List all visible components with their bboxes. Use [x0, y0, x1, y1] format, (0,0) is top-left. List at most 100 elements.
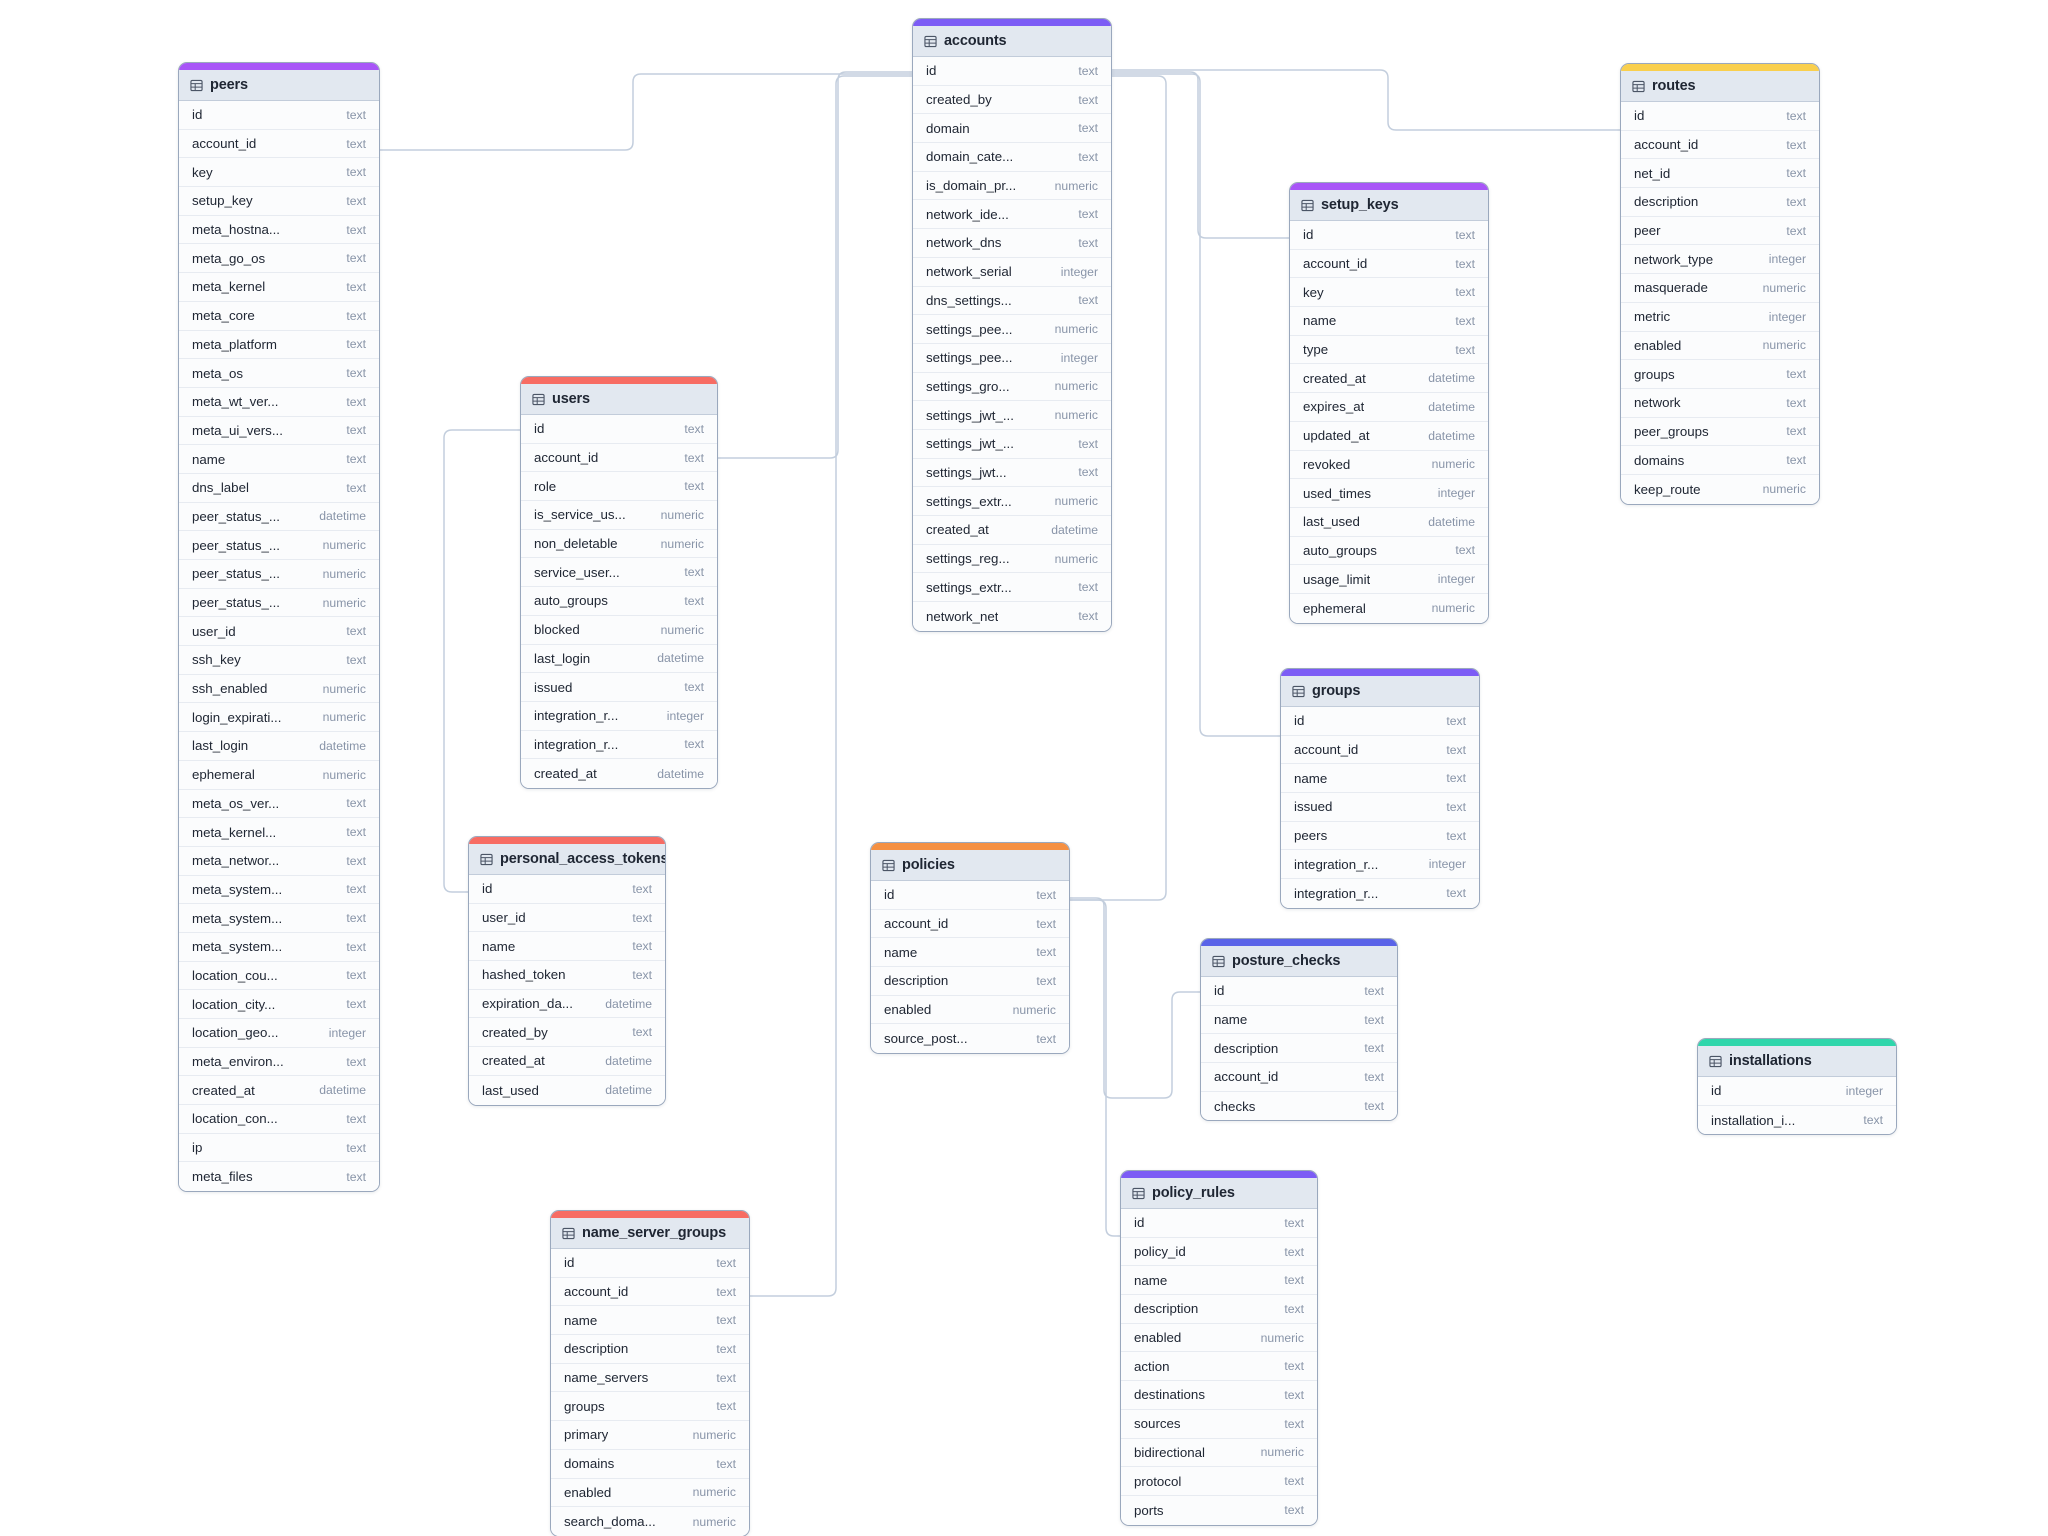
column-row[interactable]: meta_networ...text [179, 846, 379, 876]
column-row[interactable]: meta_os_ver...text [179, 789, 379, 819]
column-row[interactable]: login_expirati...numeric [179, 703, 379, 733]
table-header-policies[interactable]: policies [871, 850, 1069, 881]
column-row[interactable]: location_city...text [179, 990, 379, 1019]
column-row[interactable]: meta_kernel...text [179, 818, 379, 847]
table-header-policy_rules[interactable]: policy_rules [1121, 1178, 1317, 1209]
column-row[interactable]: is_service_us...numeric [521, 501, 717, 530]
column-row[interactable]: meta_system...text [179, 932, 379, 962]
column-row[interactable]: peer_status_...numeric [179, 531, 379, 560]
column-row[interactable]: expiration_da...datetime [469, 989, 665, 1019]
column-row[interactable]: peer_status_...datetime [179, 502, 379, 532]
column-row[interactable]: meta_ui_vers...text [179, 416, 379, 446]
table-header-name_server_groups[interactable]: name_server_groups [551, 1218, 749, 1249]
column-row[interactable]: settings_gro...numeric [913, 372, 1111, 402]
column-row[interactable]: settings_pee...integer [913, 343, 1111, 373]
column-row[interactable]: peer_status_...numeric [179, 560, 379, 589]
column-row[interactable]: meta_wt_ver...text [179, 387, 379, 417]
column-row[interactable]: location_geo...integer [179, 1019, 379, 1048]
column-row[interactable]: meta_system...text [179, 904, 379, 933]
table-header-peers[interactable]: peers [179, 70, 379, 101]
table-header-personal_access_tokens[interactable]: personal_access_tokens [469, 844, 665, 875]
column-row[interactable]: settings_jwt...text [913, 458, 1111, 488]
column-row[interactable]: integration_r...integer [521, 701, 717, 731]
column-row[interactable]: peer_status_...numeric [179, 588, 379, 618]
column-row[interactable]: meta_hostna...text [179, 215, 379, 245]
table-header-setup_keys[interactable]: setup_keys [1290, 190, 1488, 221]
table-header-installations[interactable]: installations [1698, 1046, 1896, 1077]
column-row[interactable]: service_user...text [521, 558, 717, 588]
column-row[interactable]: installation_i...text [1698, 1105, 1896, 1135]
column-row[interactable]: source_post...text [871, 1024, 1069, 1054]
column-row[interactable]: settings_extr...numeric [913, 487, 1111, 516]
column-row[interactable]: settings_jwt_...text [913, 429, 1111, 459]
column-row[interactable]: settings_pee...numeric [913, 315, 1111, 344]
